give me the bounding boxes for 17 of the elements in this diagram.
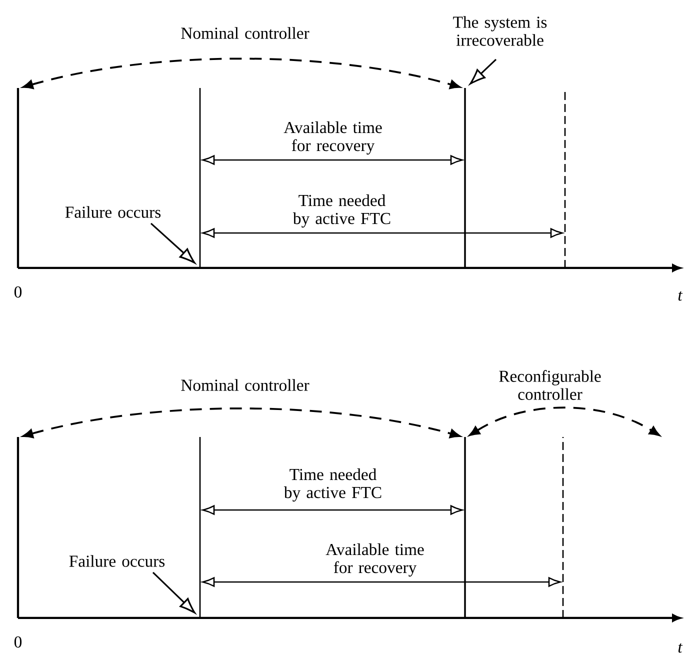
annotation-text: Available time for recovery — [284, 121, 382, 155]
annotation-text: Reconfigurable controller — [499, 370, 601, 400]
annotation-text: Time needed by active FTC — [292, 194, 390, 228]
annotation-text: The system is irrecoverable — [453, 16, 547, 46]
annotation-text: Nominal controller — [181, 27, 310, 39]
axis-label: t — [678, 643, 683, 653]
leader-line — [150, 222, 196, 264]
annotation-text: Time needed by active FTC — [284, 468, 382, 502]
leader-line — [470, 58, 497, 84]
axis-label: 0 — [14, 636, 22, 648]
leader-line — [152, 572, 196, 614]
axis-label: t — [678, 291, 683, 301]
annotation-text: Nominal controller — [181, 379, 310, 391]
annotation-text: Failure occurs — [69, 555, 165, 567]
annotation-text: Failure occurs — [65, 206, 161, 218]
annotation-text: Available time for recovery — [326, 543, 424, 577]
axis-label: 0 — [14, 286, 22, 298]
